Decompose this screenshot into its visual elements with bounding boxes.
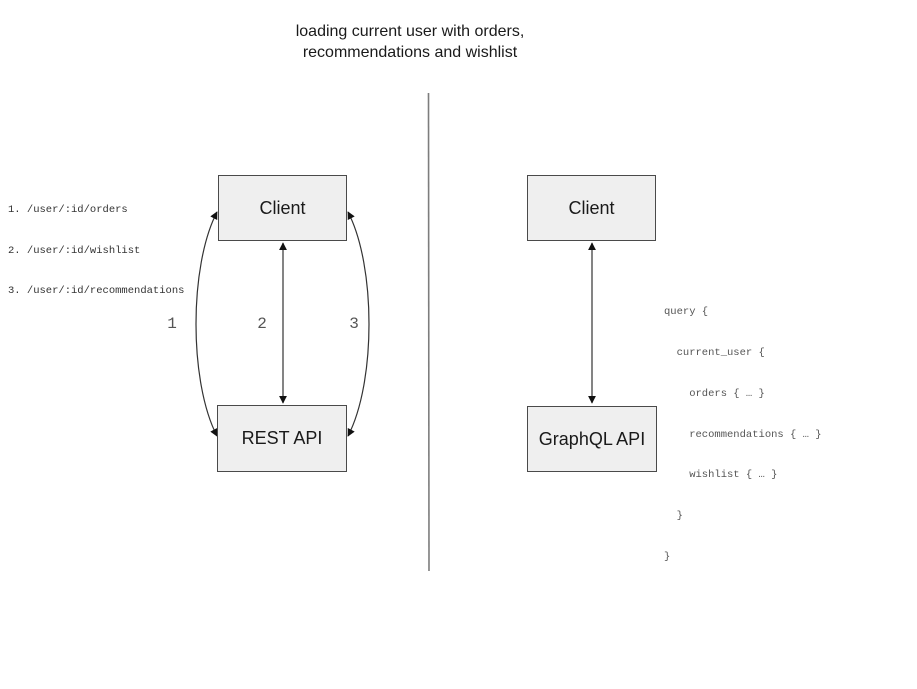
title-line-1: loading current user with orders, bbox=[295, 23, 525, 40]
graphql-query-snippet: query { current_user { orders { … } reco… bbox=[664, 279, 822, 592]
client-box-right: Client bbox=[527, 175, 656, 241]
arrow-label-3: 3 bbox=[349, 315, 359, 333]
graphql-api-box-label: GraphQL API bbox=[538, 428, 646, 449]
divider-line bbox=[427, 92, 430, 572]
client-box-left-label: Client bbox=[259, 197, 306, 218]
arrow-label-2: 2 bbox=[257, 315, 267, 333]
query-line-wishlist: wishlist { … } bbox=[664, 469, 778, 482]
rest-api-box-label: REST API bbox=[241, 428, 323, 448]
query-line-close-inner: } bbox=[664, 510, 683, 523]
client-box-left: Client bbox=[218, 175, 347, 241]
arrow-label-1: 1 bbox=[167, 315, 177, 333]
query-line-open: query { bbox=[664, 306, 709, 319]
graphql-api-box: GraphQL API bbox=[527, 406, 657, 472]
client-box-right-label: Client bbox=[568, 197, 615, 218]
title-line-2: recommendations and wishlist bbox=[302, 44, 518, 61]
diagram-title: loading current user with orders, recomm… bbox=[160, 21, 660, 63]
endpoint-wishlist: 2. /user/:id/wishlist bbox=[8, 244, 141, 257]
query-line-recommendations: recommendations { … } bbox=[664, 428, 822, 441]
query-line-close-outer: } bbox=[664, 550, 671, 563]
endpoint-recommendations: 3. /user/:id/recommendations bbox=[8, 285, 185, 297]
rest-arrow-3-curve bbox=[347, 211, 370, 437]
query-line-current-user: current_user { bbox=[664, 346, 765, 359]
rest-api-box: REST API bbox=[217, 405, 347, 472]
rest-endpoint-list: 1. /user/:id/orders 2. /user/:id/wishlis… bbox=[8, 177, 184, 326]
endpoint-orders: 1. /user/:id/orders bbox=[8, 204, 128, 216]
query-line-orders: orders { … } bbox=[664, 387, 765, 400]
rest-arrow-1-curve bbox=[195, 211, 218, 437]
